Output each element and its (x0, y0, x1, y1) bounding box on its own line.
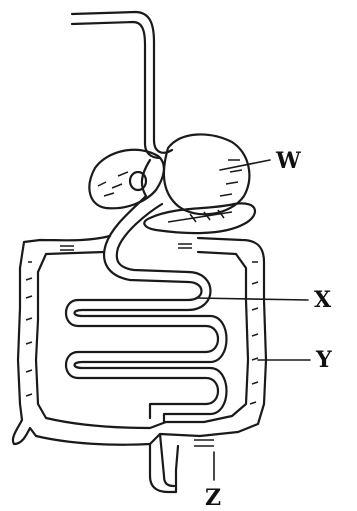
stomach (162, 133, 251, 216)
duodenum (103, 158, 190, 284)
label-y: Y (315, 347, 332, 373)
label-w: W (275, 148, 301, 174)
oesophagus (70, 10, 174, 160)
label-z: Z (205, 485, 221, 511)
large-intestine (11, 234, 268, 446)
liver (88, 148, 165, 210)
small-intestine (64, 270, 228, 424)
label-x: X (314, 287, 332, 313)
leader-lines (195, 159, 311, 481)
rectum (148, 432, 214, 494)
leader-line-x (195, 297, 309, 301)
leader-line-w (219, 159, 271, 171)
pancreas (143, 202, 256, 235)
